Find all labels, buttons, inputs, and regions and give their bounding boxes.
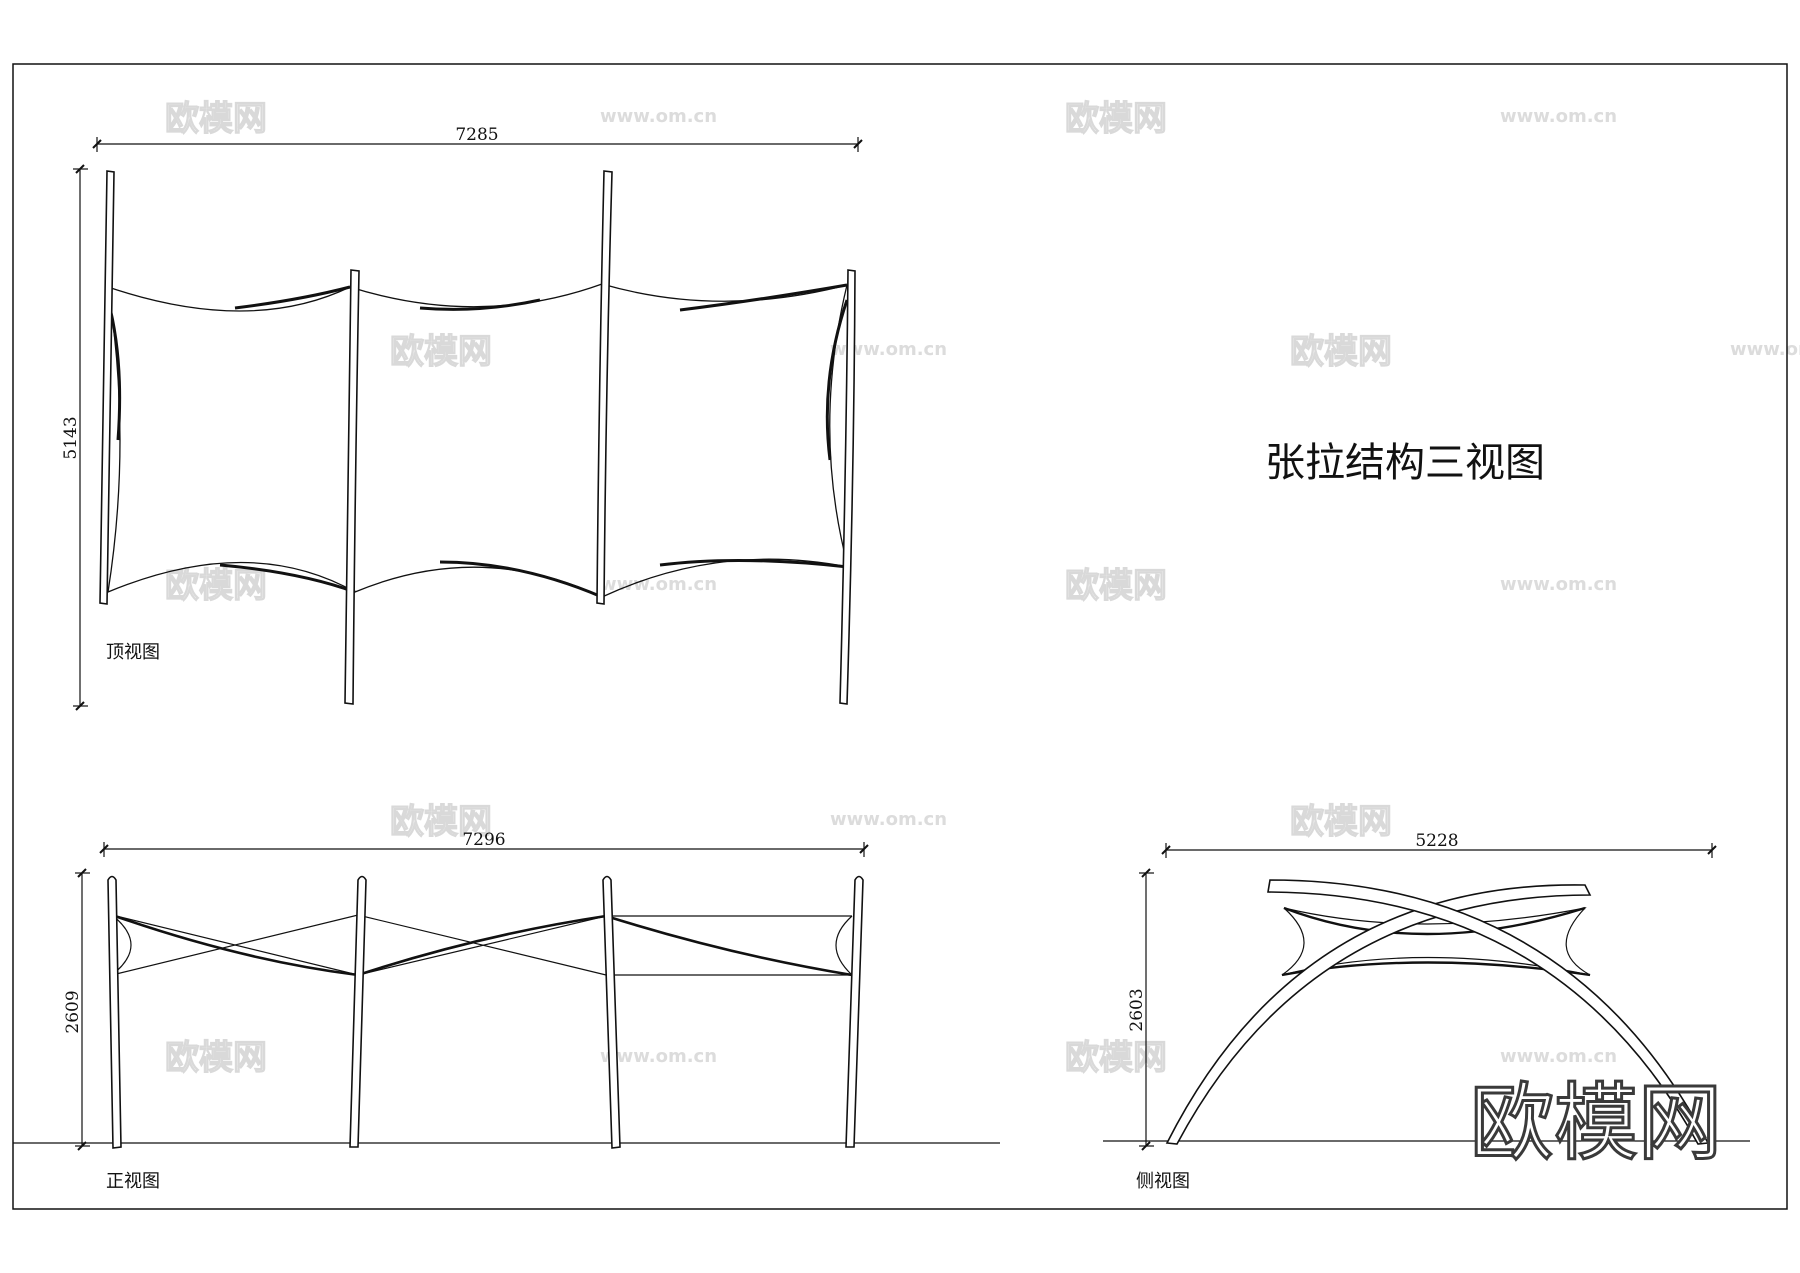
side-view-label: 侧视图 [1136,1171,1190,1192]
top-pole [99,170,115,605]
top-width-value: 7285 [455,125,498,145]
watermark-logo: 欧模网 [165,1038,267,1078]
watermark-url: www.om.cn [1500,106,1617,127]
side-height-dimension: 2603 [1127,868,1154,1151]
watermark-logo: 欧模网 [1065,1038,1167,1078]
side-height-value: 2603 [1127,988,1147,1031]
top-pole [344,269,360,705]
front-height-dimension: 2609 [63,868,90,1151]
top-pole [839,269,856,705]
front-height-value: 2609 [63,990,83,1033]
front-width-dimension: 7296 [99,830,869,857]
side-width-value: 5228 [1415,831,1458,851]
watermark-layer: 欧模网 www.om.cn 欧模网 www.om.cn 欧模网 www.om.c… [164,98,1800,1078]
side-width-dimension: 5228 [1161,831,1717,858]
front-pole [602,875,621,1149]
front-pole [349,875,367,1148]
top-width-dimension: 7285 [92,125,863,152]
front-view-label: 正视图 [106,1171,160,1192]
watermark-url: www.om.cn [830,809,947,830]
top-pole [596,170,613,605]
watermark-logo: 欧模网 [1290,802,1392,842]
sheet-border [12,63,1788,1210]
front-pole [845,875,864,1148]
watermark-url: www.om.cn [1730,339,1800,360]
watermark-logo: 欧模网 [1065,99,1167,139]
top-height-dimension: 5143 [61,164,88,711]
watermark-logo: 欧模网 [390,802,492,842]
watermark-url: www.om.cn [1500,574,1617,595]
drawing-title: 张拉结构三视图 [1265,440,1545,486]
watermark-url: www.om.cn [830,339,947,360]
top-height-value: 5143 [61,416,81,459]
watermark-logo: 欧模网 [1290,332,1392,372]
front-width-value: 7296 [462,830,505,850]
watermark-url: www.om.cn [1500,1046,1617,1067]
front-view: 7296 2609 正视图 [13,830,1000,1192]
top-view-label: 顶视图 [106,642,160,663]
watermark-url: www.om.cn [600,1046,717,1067]
brand-logo: 欧模网 [1470,1074,1722,1172]
side-arch [1165,884,1592,1145]
watermark-logo: 欧模网 [1065,566,1167,606]
side-view: 5228 2603 侧视图 [1103,831,1750,1192]
side-arch [1267,879,1710,1145]
watermark-logo: 欧模网 [390,332,492,372]
watermark-url: www.om.cn [600,574,717,595]
watermark-logo: 欧模网 [165,566,267,606]
watermark-logo: 欧模网 [165,99,267,139]
front-pole [107,875,122,1149]
top-view: 7285 5143 顶视图 [61,125,863,711]
watermark-url: www.om.cn [600,106,717,127]
